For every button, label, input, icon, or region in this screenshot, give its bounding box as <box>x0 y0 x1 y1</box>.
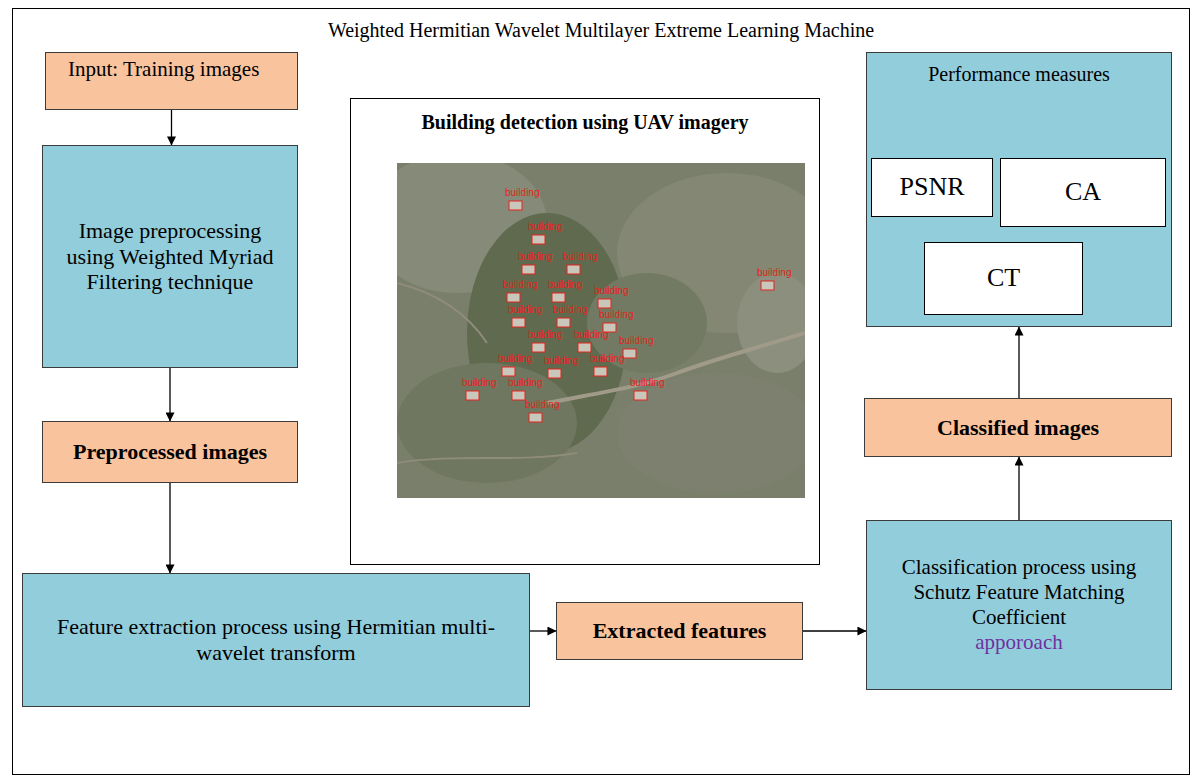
detection-label: building <box>508 378 542 388</box>
box-text: Preprocessed images <box>73 439 267 465</box>
box-text: CT <box>987 263 1020 294</box>
detection-label: building <box>757 268 791 278</box>
detection-label: building <box>505 188 539 198</box>
panel-heading: Performance measures <box>867 63 1171 87</box>
panel-heading: Building detection using UAV imagery <box>351 111 819 135</box>
panel-heading: Weighted Hermitian Wavelet Multilayer Ex… <box>13 19 1189 43</box>
box-text: CA <box>1065 177 1101 208</box>
detection-label: building <box>528 222 562 232</box>
flow-arrow <box>1018 327 1019 398</box>
detection-label: building <box>619 336 653 346</box>
flow-arrow <box>1018 457 1019 520</box>
data-box: Classified images <box>864 398 1172 457</box>
measure-box: CA <box>1000 158 1166 227</box>
input-box: Input: Training images <box>45 52 298 110</box>
box-text: Input: Training images <box>68 57 259 82</box>
outer-frame: Weighted Hermitian Wavelet Multilayer Ex… <box>12 8 1190 775</box>
detection-label: building <box>563 252 597 262</box>
detection-label: building <box>574 330 608 340</box>
process-box: Image preprocessing using Weighted Myria… <box>42 145 298 368</box>
detection-label: building <box>503 280 537 290</box>
measures-panel: Performance measuresPSNR CA CT <box>866 52 1172 327</box>
detection-label: building <box>528 330 562 340</box>
flow-arrow <box>803 630 866 631</box>
detection-label: building <box>548 280 582 290</box>
detection-label: building <box>518 252 552 262</box>
flow-arrow <box>169 483 170 573</box>
box-text: Image preprocessing using Weighted Myria… <box>53 218 287 296</box>
box-text: Extracted features <box>593 618 767 644</box>
box-text: Classified images <box>937 415 1099 441</box>
detection-label: building <box>594 286 628 296</box>
measure-box: CT <box>924 242 1083 315</box>
flow-arrow <box>530 630 556 631</box>
illustration-panel: Building detection using UAV imagery buil… <box>350 98 820 565</box>
data-box: Preprocessed images <box>42 421 298 483</box>
box-text: PSNR <box>899 172 964 203</box>
detection-label: building <box>508 305 542 315</box>
flow-arrow <box>169 368 170 421</box>
detection-label: building <box>630 378 664 388</box>
box-text: Classification process using Schutz Feat… <box>877 555 1161 629</box>
box-text: Feature extraction process using Hermiti… <box>33 614 519 666</box>
detection-label: building <box>498 354 532 364</box>
flow-arrow <box>171 110 172 145</box>
detection-label: building <box>462 378 496 388</box>
detection-label: building <box>544 356 578 366</box>
measure-box: PSNR <box>871 158 993 217</box>
box-text: apporoach <box>975 630 1062 655</box>
detection-label: building <box>599 310 633 320</box>
detection-label: building <box>590 354 624 364</box>
detection-label: building <box>525 400 559 410</box>
process-box: Feature extraction process using Hermiti… <box>22 573 530 707</box>
process-box: Classification process using Schutz Feat… <box>866 520 1172 690</box>
detection-label: building <box>553 305 587 315</box>
data-box: Extracted features <box>556 602 803 660</box>
